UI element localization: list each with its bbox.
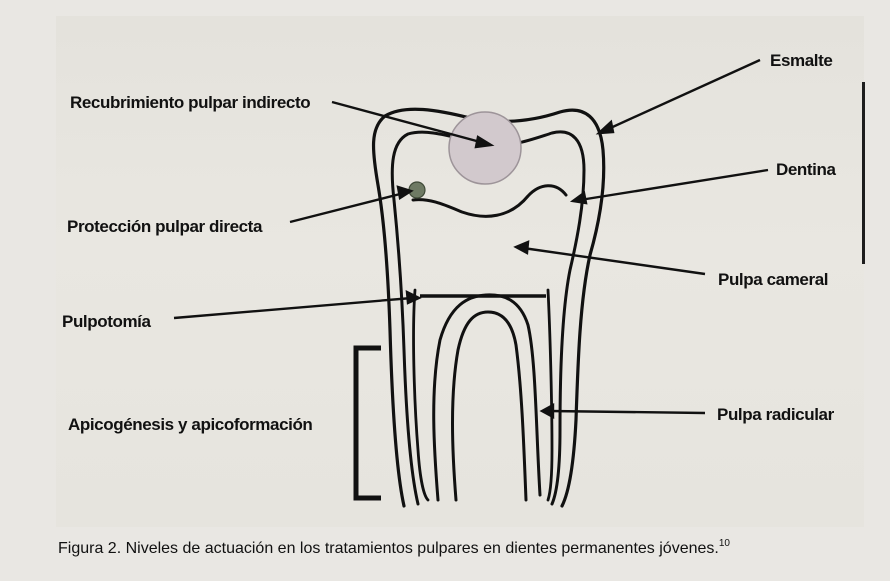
indirect-capping-material [448,111,522,185]
dentina-leader [579,168,769,202]
label-proteccion: Protección pulpar directa [67,217,263,236]
recubrimiento-leader [331,100,485,145]
dentina-arrowhead [569,190,588,205]
pulpa-cameral-leader [522,246,706,276]
pulp-chamber-roof [411,184,568,218]
diagram-photo: Esmalte Recubrimiento pulpar indirecto D… [56,16,864,527]
pulpa-radicular-leader [548,409,706,415]
tooth-diagram: Esmalte Recubrimiento pulpar indirecto D… [62,51,837,508]
esmalte-leader [605,58,761,132]
distal-canal [546,288,554,502]
pulpotomia-arrowhead [405,289,422,305]
root-canal-outer [432,293,542,502]
recubrimiento-arrowhead [474,135,495,149]
pulpa-cameral-arrowhead [513,240,530,255]
caption-text: Figura 2. Niveles de actuación en los tr… [58,540,719,557]
caption-reference: 10 [718,538,730,549]
label-pulpotomia: Pulpotomía [62,312,151,331]
label-pulpa-radicular: Pulpa radicular [717,405,835,424]
esmalte-arrowhead [595,119,615,135]
apicogenesis-bracket [353,345,381,501]
figure-caption: Figura 2. Niveles de actuación en los tr… [58,538,878,558]
proteccion-arrowhead [396,185,414,200]
pulpotomia-leader [173,296,413,320]
mesial-canal [412,288,430,502]
root-canal-inner [451,310,528,502]
label-apicogenesis: Apicogénesis y apicoformación [68,415,312,434]
label-pulpa-cameral: Pulpa cameral [718,270,828,289]
label-esmalte: Esmalte [770,51,832,70]
proteccion-leader [289,191,405,224]
label-dentina: Dentina [776,160,836,179]
pulpa-radicular-arrowhead [539,402,555,420]
frame-edge-line [862,82,865,264]
label-recubrimiento: Recubrimiento pulpar indirecto [70,93,310,112]
